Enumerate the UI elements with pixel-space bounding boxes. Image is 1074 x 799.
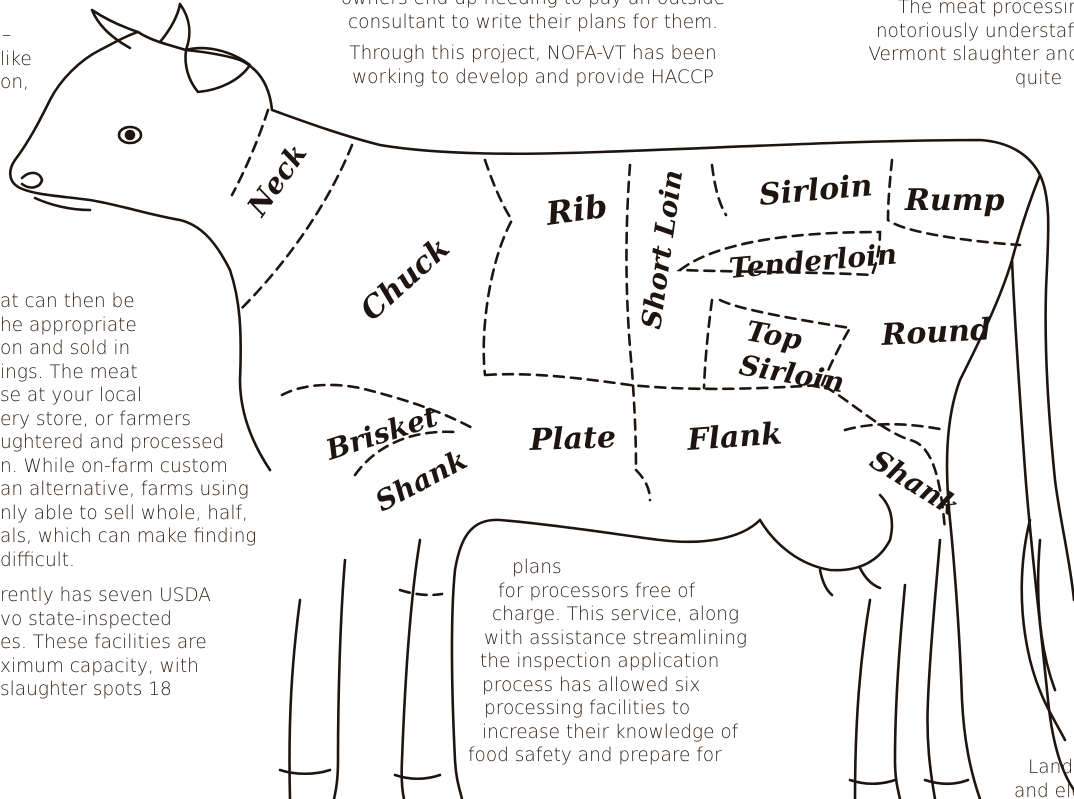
cut-lines <box>232 110 1020 595</box>
text-line: processing facilities to <box>484 697 747 721</box>
text-line: als, which can make finding <box>0 525 257 549</box>
text-line: The meat processin <box>868 0 1074 20</box>
cut-label-tenderloin: Tenderloin <box>728 237 898 285</box>
text-line: working to develop and provide HACCP <box>318 66 748 90</box>
cut-label-top-sirloin: Sirloin <box>737 348 847 399</box>
text-line: on and sold in <box>0 337 257 361</box>
text-block-left: at can then be he appropriate on and sol… <box>0 290 257 702</box>
cut-label-short-loin: Short Loin <box>636 168 689 331</box>
cut-label-shank-front: Shank <box>370 443 472 518</box>
text-line: ximum capacity, with <box>0 655 257 679</box>
cut-label-rump: Rump <box>904 183 1004 218</box>
text-line: on, <box>0 71 32 95</box>
cut-label-round: Round <box>880 312 992 353</box>
text-line: increase their knowledge of <box>482 721 747 745</box>
text-line: plans <box>512 556 747 580</box>
cut-label-brisket: Brisket <box>321 400 442 467</box>
text-line: at can then be <box>0 290 257 314</box>
text-line: the inspection application <box>480 650 747 674</box>
cut-label-sirloin: Sirloin <box>758 168 874 213</box>
text-line: ughtered and processed <box>0 431 257 455</box>
text-line: owners end up needing to pay an outside <box>318 0 748 11</box>
text-line: quite <box>868 67 1062 91</box>
text-line: slaughter spots 18 <box>0 678 257 702</box>
text-line: – <box>2 24 32 48</box>
text-line: an alternative, farms using <box>0 478 257 502</box>
cut-label-flank: Flank <box>685 416 783 458</box>
text-line: for processors free of <box>498 580 747 604</box>
text-line: se at your local <box>0 384 257 408</box>
text-line: like <box>0 48 32 72</box>
cut-label-rib: Rib <box>543 187 610 233</box>
text-line: he appropriate <box>0 314 257 338</box>
cut-label-shank-rear: Shank <box>864 443 965 523</box>
text-line: ery store, or farmers <box>0 408 257 432</box>
text-line: vo state-inspected <box>0 608 257 632</box>
cow-udder <box>760 495 892 570</box>
text-line: l <box>868 90 1074 114</box>
cut-label-chuck: Chuck <box>354 231 457 328</box>
text-line: difficult. <box>0 549 257 573</box>
text-block-top-center: owners end up needing to pay an outside … <box>318 0 748 89</box>
text-line: es. These facilities are <box>0 631 257 655</box>
text-line: with assistance streamlining <box>484 627 747 651</box>
text-line: food safety and prepare for <box>468 744 747 768</box>
text-line: process has allowed six <box>482 674 747 698</box>
text-block-center: plans for processors free of charge. Thi… <box>460 556 747 768</box>
cow-nostril <box>22 173 42 188</box>
text-line: consultant to write their plans for them… <box>318 11 748 35</box>
text-line: charge. This service, along <box>492 603 747 627</box>
text-line: rently has seven USDA <box>0 584 257 608</box>
text-line: Vermont slaughter and <box>868 43 1074 67</box>
cow-tail-tuft <box>1022 520 1065 740</box>
text-line: nly able to sell whole, half, <box>0 502 257 526</box>
text-block-top-right: The meat processin notoriously understaf… <box>868 0 1074 114</box>
text-line: Land <box>1028 756 1074 780</box>
text-line: notoriously understaff <box>868 20 1074 44</box>
text-block-top-left: – like on, <box>0 24 32 95</box>
text-line: and ele <box>1014 780 1074 799</box>
text-line: Through this project, NOFA-VT has been <box>318 42 748 66</box>
cut-label-neck: Neck <box>240 138 313 223</box>
text-line: n. While on-farm custom <box>0 455 257 479</box>
text-block-bottom-right: Land and ele <box>1028 756 1074 799</box>
cut-label-plate: Plate <box>528 420 617 458</box>
text-line: ings. The meat <box>0 361 257 385</box>
